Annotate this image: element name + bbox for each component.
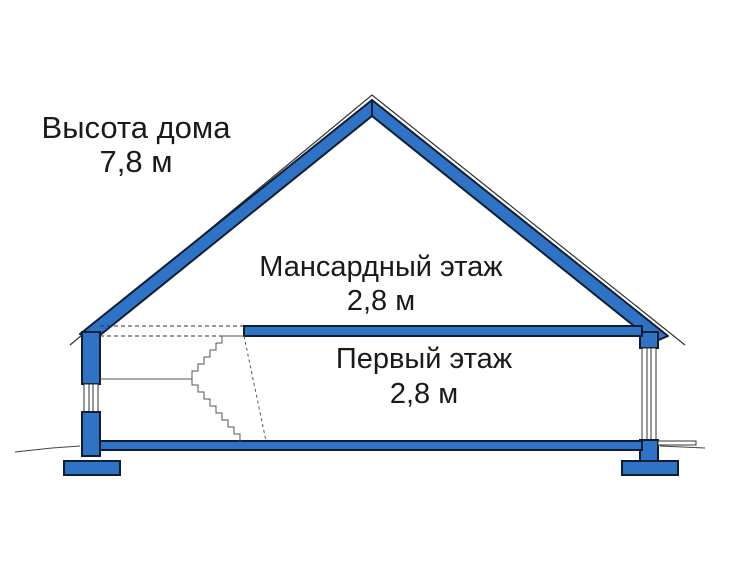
stair-upper-flight: [191, 335, 244, 378]
ground-line-right: [659, 445, 706, 449]
left-foundation: [63, 460, 121, 476]
roof-slope-right: [371, 99, 669, 343]
left-wall-lower: [81, 411, 101, 457]
attic-floor-label: Мансардный этаж: [259, 251, 503, 283]
first-floor-value: 2,8 м: [390, 378, 458, 410]
left-wall-window: [83, 383, 99, 413]
attic-floor-value: 2,8 м: [347, 285, 415, 317]
attic-floor-slab: [243, 325, 643, 337]
house-height-label: Высота дома: [42, 110, 232, 145]
house-height-value: 7,8 м: [99, 144, 172, 179]
right-wall-window: [641, 347, 657, 441]
stair-stringer: [243, 335, 267, 442]
ground-floor-slab: [99, 440, 643, 451]
stair-lower-flight: [191, 378, 241, 441]
porch-step: [657, 440, 697, 446]
left-wall-upper: [81, 331, 101, 385]
ground-line-left: [14, 445, 81, 453]
first-floor-label: Первый этаж: [336, 343, 513, 375]
right-foundation: [621, 460, 679, 476]
